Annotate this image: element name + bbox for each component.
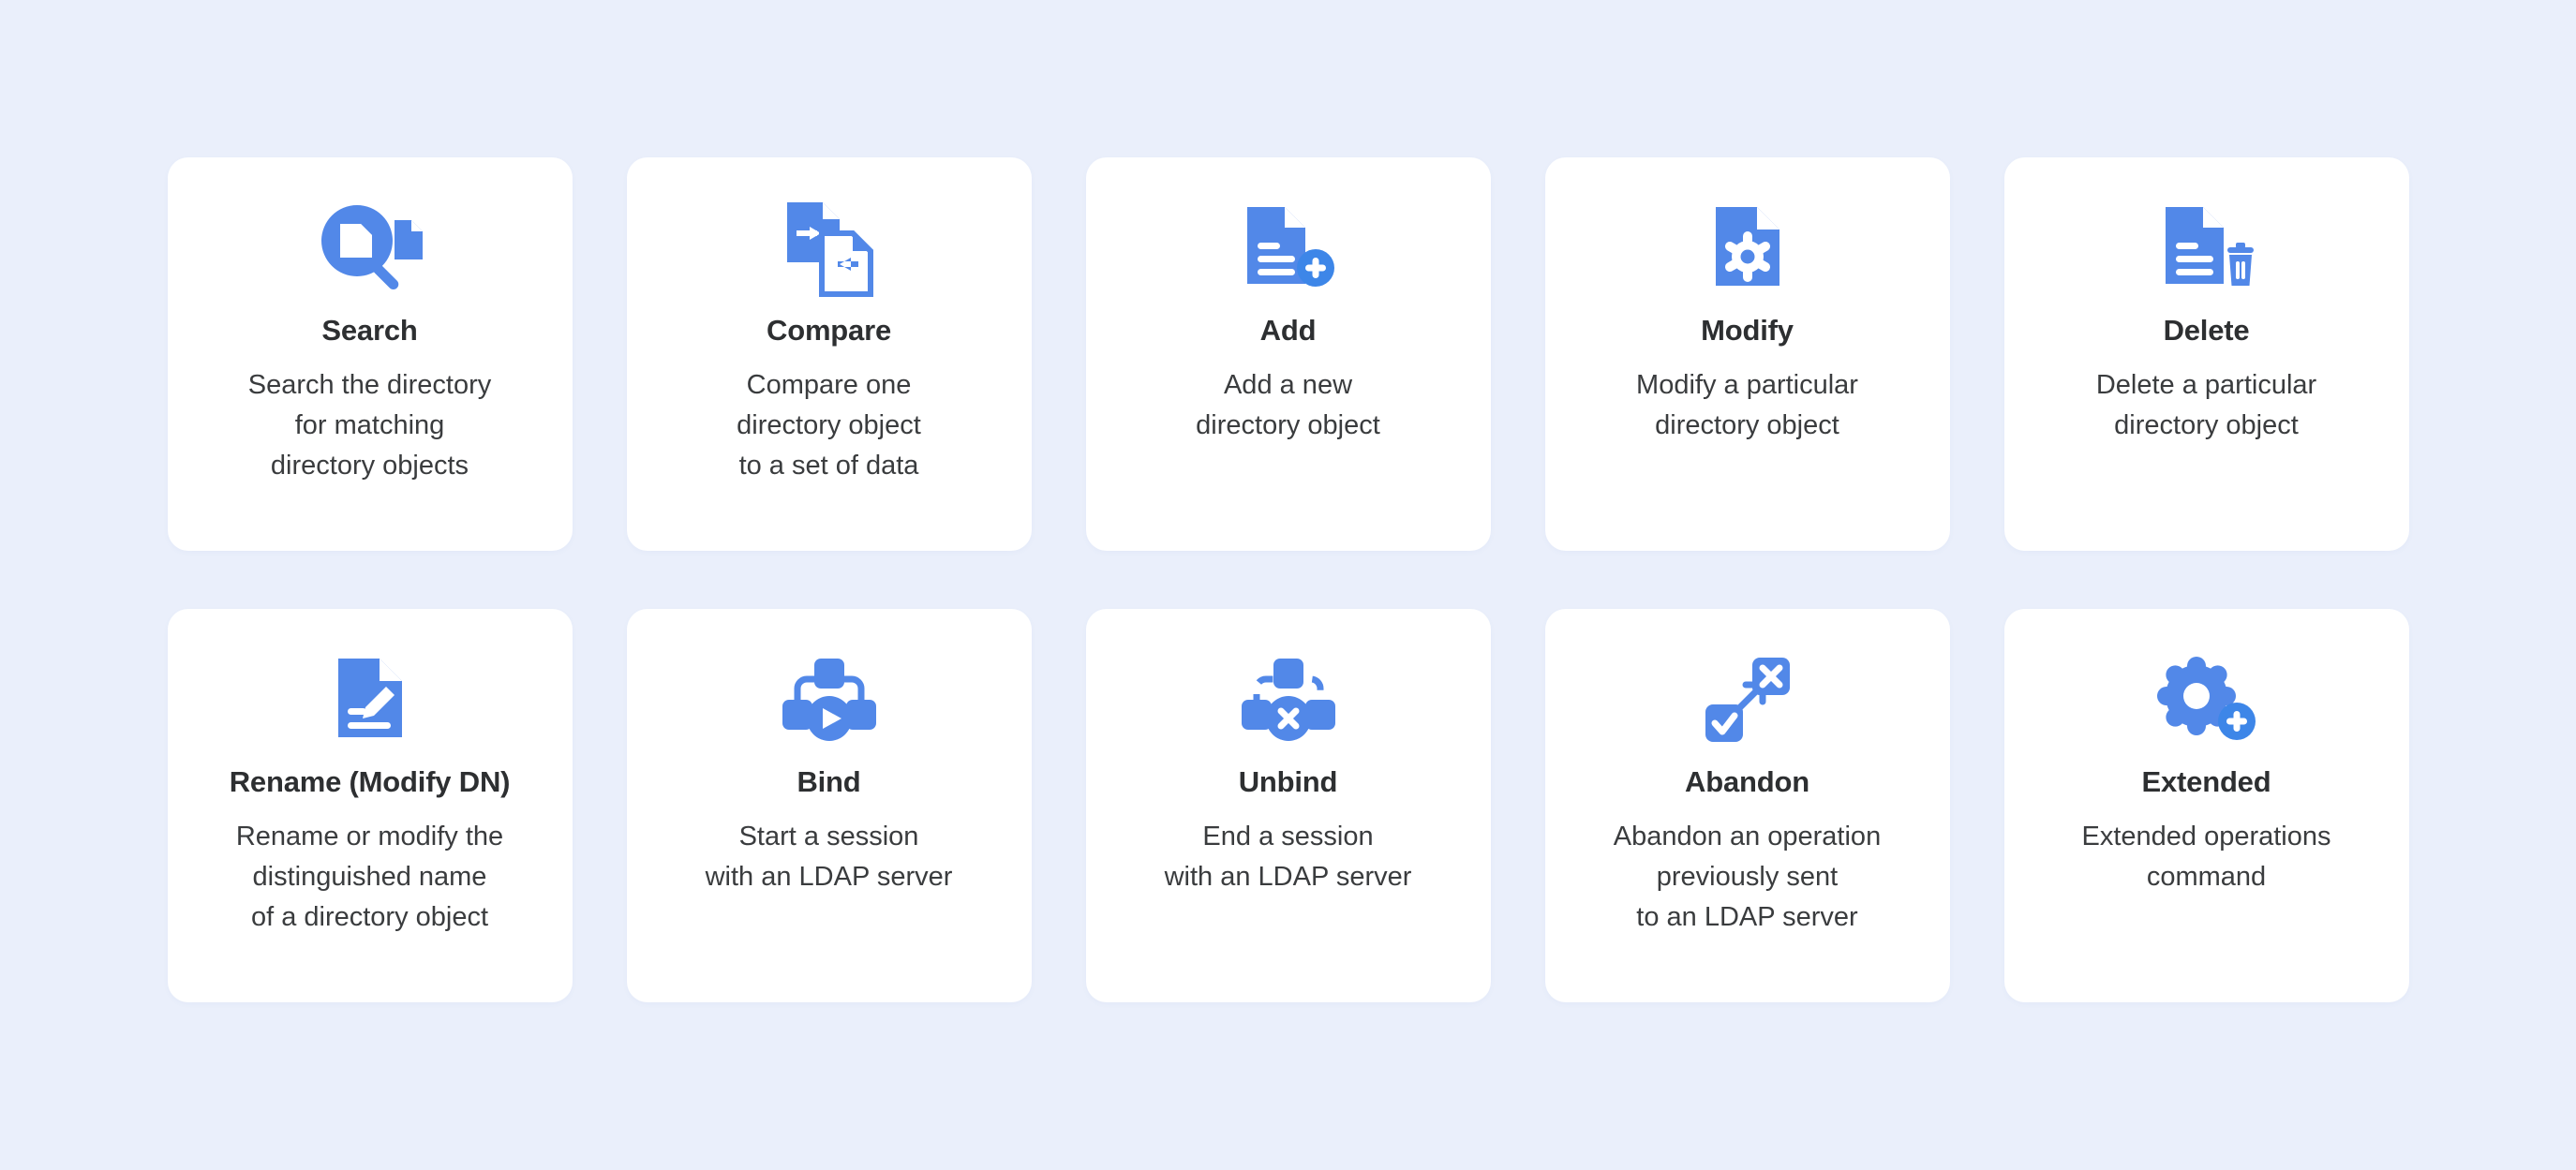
card-title: Search bbox=[321, 314, 418, 347]
document-gear-icon bbox=[1712, 193, 1783, 304]
operation-card-compare[interactable]: Compare Compare one directory object to … bbox=[626, 157, 1032, 551]
search-documents-icon bbox=[318, 193, 423, 304]
card-title: Unbind bbox=[1238, 765, 1338, 798]
operation-card-delete[interactable]: Delete Delete a particular directory obj… bbox=[2003, 157, 2409, 551]
card-description: Abandon an operation previously sent to … bbox=[1613, 822, 1882, 933]
card-title: Bind bbox=[797, 765, 861, 798]
document-trash-icon bbox=[2158, 193, 2256, 304]
card-description: Rename or modify the distinguished name … bbox=[235, 822, 504, 933]
card-title: Compare bbox=[767, 314, 891, 347]
operation-card-modify[interactable]: Modify Modify a particular directory obj… bbox=[1544, 157, 1950, 551]
card-description: Add a new directory object bbox=[1196, 370, 1380, 441]
gear-plus-icon bbox=[2156, 644, 2256, 755]
operation-card-abandon[interactable]: Abandon Abandon an operation previously … bbox=[1544, 609, 1950, 1002]
hierarchy-play-icon bbox=[777, 644, 882, 755]
card-title: Add bbox=[1259, 314, 1317, 347]
card-title: Delete bbox=[2163, 314, 2250, 347]
card-description: Start a session with an LDAP server bbox=[705, 822, 953, 893]
hierarchy-disconnect-icon bbox=[1236, 644, 1341, 755]
operation-card-bind[interactable]: Bind Start a session with an LDAP server bbox=[626, 609, 1032, 1002]
operation-card-extended[interactable]: Extended Extended operations command bbox=[2003, 609, 2409, 1002]
card-description: Delete a particular directory object bbox=[2095, 370, 2317, 441]
card-description: Search the directory for matching direct… bbox=[247, 370, 492, 481]
check-arrow-cancel-icon bbox=[1703, 644, 1793, 755]
operations-card-grid: Search Search the directory for matching… bbox=[167, 157, 2409, 1002]
card-title: Modify bbox=[1701, 314, 1794, 347]
card-description: End a session with an LDAP server bbox=[1164, 822, 1412, 893]
card-description: Extended operations command bbox=[2081, 822, 2331, 893]
card-description: Compare one directory object to a set of… bbox=[737, 370, 921, 481]
card-description: Modify a particular directory object bbox=[1636, 370, 1858, 441]
operation-card-rename[interactable]: Rename (Modify DN) Rename or modify the … bbox=[167, 609, 573, 1002]
card-title: Abandon bbox=[1685, 765, 1809, 798]
card-title: Extended bbox=[2141, 765, 2271, 798]
compare-documents-icon bbox=[782, 193, 877, 304]
operation-card-unbind[interactable]: Unbind End a session with an LDAP server bbox=[1085, 609, 1491, 1002]
card-title: Rename (Modify DN) bbox=[229, 765, 511, 798]
operation-card-search[interactable]: Search Search the directory for matching… bbox=[167, 157, 573, 551]
document-pencil-icon bbox=[335, 644, 406, 755]
document-plus-icon bbox=[1240, 193, 1337, 304]
operation-card-add[interactable]: Add Add a new directory object bbox=[1085, 157, 1491, 551]
